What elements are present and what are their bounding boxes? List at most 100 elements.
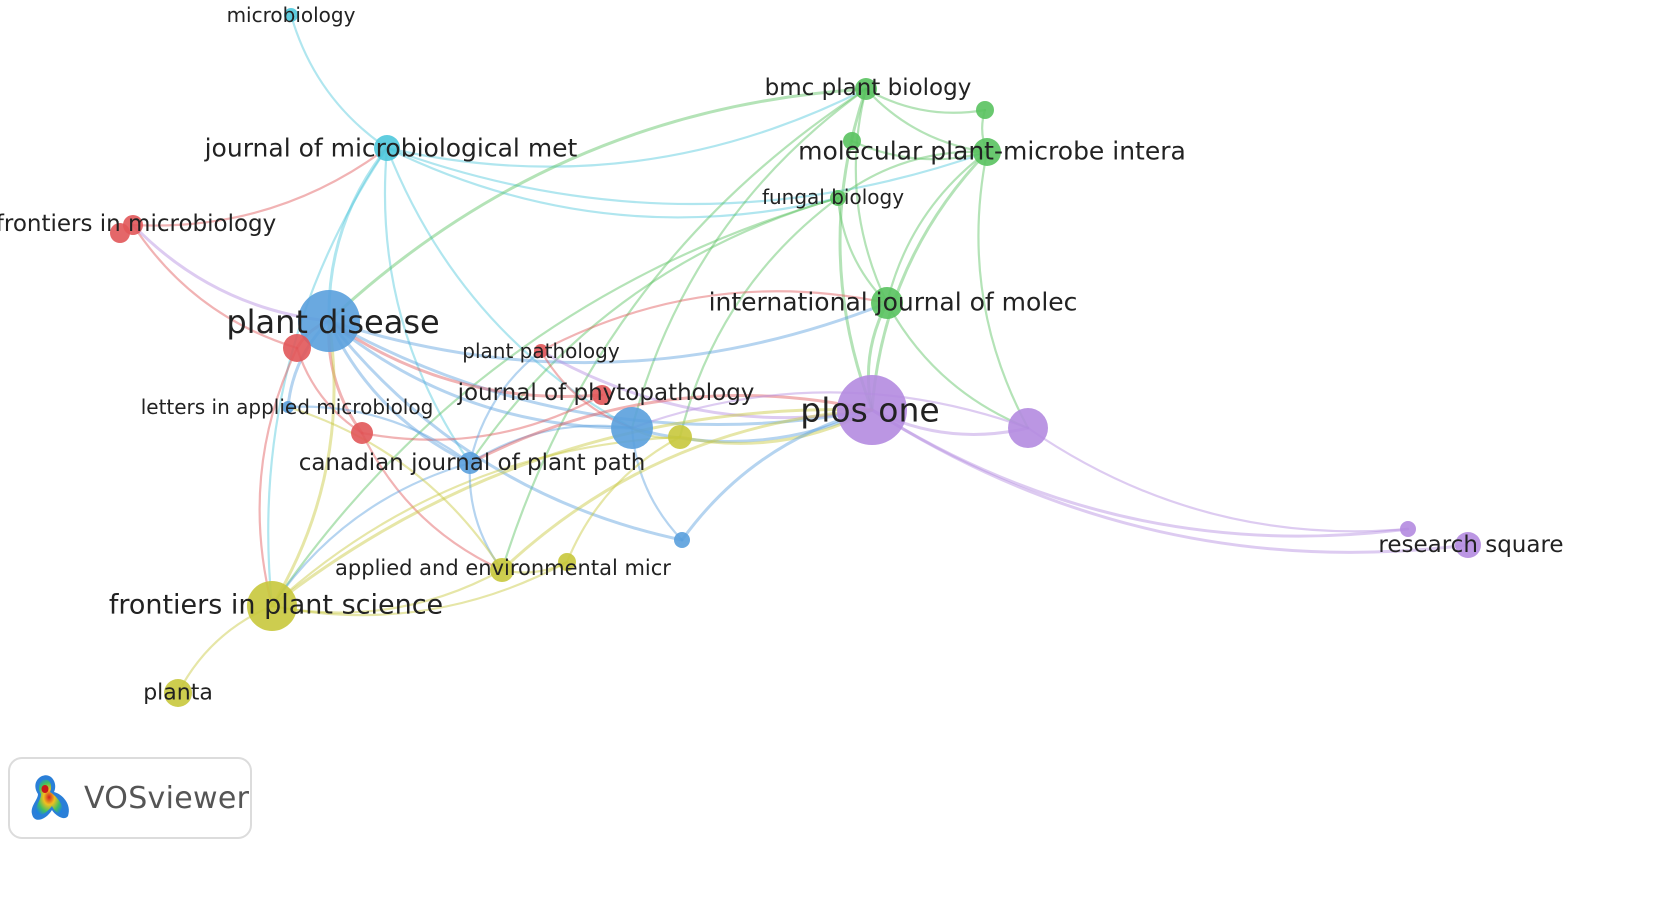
node-p_small[interactable] (1400, 521, 1416, 537)
vosviewer-logo-badge: VOSviewer (8, 757, 252, 839)
label-plantdisease: plant disease (226, 303, 439, 341)
link-y_small1-y_small2 (565, 435, 682, 564)
node-plantpath[interactable] (534, 344, 548, 358)
link-plosone-p_small (870, 408, 1410, 538)
link-plantpath-plosone (539, 349, 874, 420)
node-jmm[interactable] (374, 135, 400, 161)
node-r_small2[interactable] (351, 422, 373, 444)
node-g_small1[interactable] (976, 101, 994, 119)
node-r_small1[interactable] (283, 334, 311, 362)
node-research[interactable] (1455, 532, 1481, 558)
link-jmm-cjpp (383, 146, 472, 465)
link-mpmi-fungal (836, 150, 989, 200)
link-r_small2-jphyto (360, 393, 604, 441)
node-fungal[interactable] (830, 190, 846, 206)
node-mpmi[interactable] (973, 138, 1001, 166)
node-jphyto[interactable] (592, 385, 612, 405)
node-plosone[interactable] (837, 375, 907, 445)
node-fps[interactable] (247, 581, 297, 631)
link-plantdisease-ijmolec (327, 301, 889, 365)
link-r_small1-fps (258, 346, 299, 608)
link-bmc-plantdisease (327, 87, 868, 323)
link-bmc-plosone (838, 87, 874, 412)
label-fps: frontiers in plant science (109, 590, 443, 621)
link-bmc-aem (500, 87, 868, 572)
link-mpmi-p_med (977, 150, 1030, 430)
link-bmc-ijmolec (854, 87, 889, 305)
link-plosone-research (870, 408, 1470, 554)
link-ijmolec-p_med (885, 301, 1030, 430)
node-microbiology[interactable] (284, 8, 298, 22)
link-plosone-cjpp (468, 394, 874, 465)
link-fungal-cjpp (468, 196, 840, 465)
network-labels: microbiology journal of microbiological m… (0, 3, 1564, 706)
network-links (131, 13, 1470, 695)
node-plantdisease[interactable] (298, 290, 360, 352)
link-p_med-p_small (1026, 426, 1410, 533)
link-plantpath-cjpp (468, 349, 543, 465)
label-plosone: plos one (800, 391, 939, 430)
label-research: research square (1378, 532, 1563, 558)
node-planta[interactable] (164, 679, 192, 707)
label-plantpath: plant pathology (462, 339, 620, 363)
link-cjpp-letters (286, 405, 472, 465)
label-frontmicro: frontiers in microbiology (0, 211, 276, 237)
label-ijmolec: international journal of molec (709, 288, 1078, 317)
link-p_med-b_big (630, 391, 1030, 430)
label-mpmi: molecular plant-microbe intera (798, 137, 1186, 166)
link-bmc-g_small1 (864, 87, 987, 114)
node-letters[interactable] (282, 401, 294, 413)
node-r_small0[interactable] (110, 223, 130, 243)
label-aem: applied and environmental micr (335, 556, 671, 580)
link-plantdisease-plosone (327, 319, 874, 426)
node-aem[interactable] (490, 558, 514, 582)
link-jmm-b_big (385, 146, 634, 430)
node-cjpp[interactable] (459, 452, 481, 474)
node-bmc[interactable] (855, 78, 877, 100)
link-plosone-aem (500, 408, 874, 572)
link-fps-plantdisease (270, 319, 336, 608)
label-microbiology: microbiology (227, 3, 356, 27)
link-plantdisease-jphyto (327, 319, 604, 398)
link-mpmi-plosone (870, 150, 989, 412)
label-cjpp: canadian journal of plant path (299, 450, 646, 476)
link-microbiology-jmm (289, 13, 389, 150)
node-y_small1[interactable] (668, 425, 692, 449)
node-p_med[interactable] (1008, 408, 1048, 448)
link-cjpp-aem (468, 461, 504, 572)
link-fungal-y_small1 (678, 196, 840, 439)
label-bmc: bmc plant biology (765, 75, 972, 101)
link-mpmi-ijmolec (885, 150, 989, 305)
link-frontmicro-r_small1 (131, 223, 299, 350)
link-jmm-bmc (385, 87, 868, 168)
network-nodes (110, 8, 1481, 707)
vosviewer-logo-icon (31, 775, 69, 820)
link-jmm-fps (267, 146, 389, 608)
link-bmc-b_big (630, 87, 868, 430)
link-cjpp-fps (270, 461, 472, 608)
link-bmc-mpmi (864, 87, 989, 154)
link-g_small2-mpmi (850, 139, 989, 161)
link-fps-aem (270, 568, 504, 614)
link-plantdisease-b_small (327, 319, 684, 542)
node-y_small2[interactable] (558, 553, 576, 571)
node-b_big[interactable] (611, 407, 653, 449)
node-b_small[interactable] (674, 532, 690, 548)
link-frontmicro-jmm (131, 146, 389, 227)
label-jphyto: journal of phytopathology (457, 380, 755, 406)
link-plosone-fps (270, 408, 874, 608)
link-fps-y_small2 (270, 560, 569, 617)
vosviewer-brand-text: VOSviewer (84, 780, 250, 816)
link-jmm-mpmi (385, 146, 989, 206)
link-jmm-fungal (385, 146, 840, 219)
link-aem-letters (286, 405, 504, 572)
node-ijmolec[interactable] (871, 287, 903, 319)
link-r_small2-aem (360, 431, 504, 572)
label-planta: planta (143, 681, 213, 706)
label-letters: letters in applied microbiolog (141, 395, 434, 419)
node-g_small2[interactable] (843, 132, 861, 150)
link-plantdisease-b_big (327, 319, 634, 430)
label-jmm: journal of microbiological met (204, 134, 578, 163)
link-ijmolec-plantpath (539, 290, 889, 353)
